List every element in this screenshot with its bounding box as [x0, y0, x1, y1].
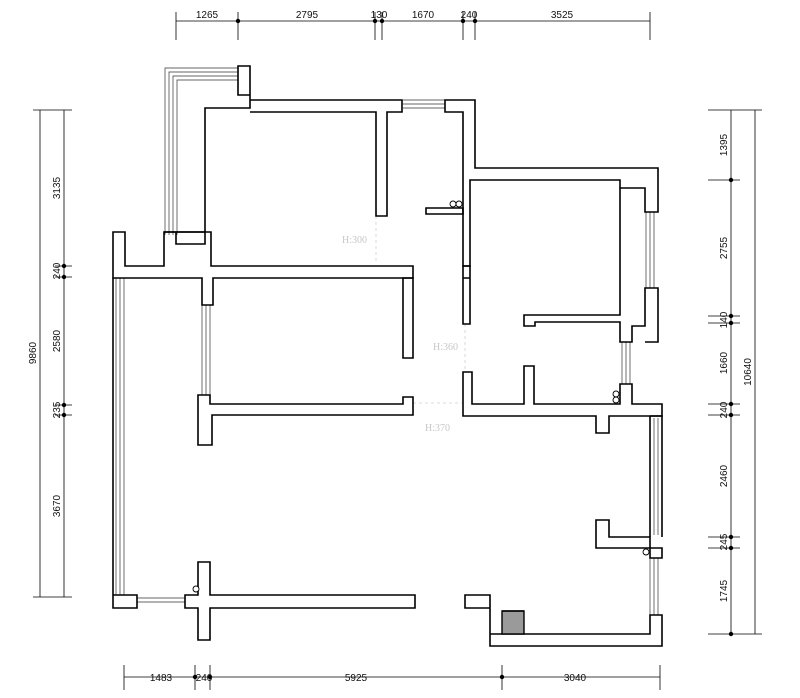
- right-dim-4: 1660: [719, 351, 730, 374]
- wall-right-edge: [649, 415, 663, 537]
- wall-right-middle: [462, 365, 663, 434]
- wall-left-outer: [112, 278, 138, 609]
- right-dim-7: 245: [719, 533, 730, 550]
- top-dimension-line: 1265 2795 130 1670 240 3525: [175, 10, 651, 40]
- right-dim-total: 10640: [743, 358, 754, 386]
- height-label-2: H:360: [433, 342, 458, 353]
- bottom-dim-2: 240: [196, 673, 213, 684]
- wall-left-corridor: [112, 231, 414, 306]
- wall-stub-1: [425, 207, 464, 215]
- left-dim-5: 3670: [52, 494, 63, 517]
- left-dim-4: 235: [52, 401, 63, 418]
- height-label-1: H:300: [342, 235, 367, 246]
- right-dim-1: 1395: [719, 133, 730, 156]
- right-dim-2: 2755: [719, 236, 730, 259]
- right-dim-8: 1745: [719, 579, 730, 602]
- right-dim-5: 240: [719, 401, 730, 418]
- bottom-dim-3: 5925: [345, 673, 368, 684]
- right-dim-6: 2460: [719, 464, 730, 487]
- top-dim-6: 3525: [551, 10, 574, 21]
- pipe-icon: [612, 396, 620, 404]
- pipe-icon: [449, 200, 457, 208]
- right-dim-3: 140: [719, 311, 730, 328]
- right-dimension-lines: 1395 2755 140 1660 240 2460 245 1745 106…: [708, 109, 762, 637]
- walls: [112, 65, 663, 647]
- pipe-icon: [192, 585, 200, 593]
- pipe-icon: [642, 548, 650, 556]
- pipe-icon: [612, 390, 620, 398]
- bottom-dimension-line: 1483 240 5925 3040: [123, 665, 661, 690]
- wall-bottom-right: [464, 594, 663, 647]
- wall-small-block: [164, 231, 206, 245]
- height-annotations: H:300 H:360 H:370: [342, 216, 466, 434]
- wall-right-lower-stub: [595, 519, 663, 559]
- top-dim-3: 130: [371, 10, 388, 21]
- wall-mid-vertical: [462, 265, 471, 325]
- bottom-dim-1: 1483: [150, 673, 173, 684]
- left-dim-2: 240: [52, 262, 63, 279]
- wall-middle-horizontal: [197, 394, 414, 446]
- wall-bottom-left: [184, 561, 416, 641]
- pipe-icons: [192, 200, 650, 593]
- top-dim-5: 240: [461, 10, 478, 21]
- pipe-icon: [455, 200, 463, 208]
- height-label-3: H:370: [425, 423, 450, 434]
- top-dim-1: 1265: [196, 10, 219, 21]
- left-dim-1: 3135: [52, 176, 63, 199]
- wall-top-left: [204, 65, 403, 232]
- wall-top-mid: [444, 99, 659, 267]
- column-fixture: [501, 610, 525, 635]
- left-dim-3: 2580: [52, 329, 63, 352]
- top-dim-4: 1670: [412, 10, 435, 21]
- left-dim-total: 9860: [28, 341, 39, 364]
- top-dim-2: 2795: [296, 10, 319, 21]
- wall-divider: [402, 277, 414, 359]
- wall-right-bedroom: [523, 188, 659, 343]
- left-dimension-lines: 3135 240 2580 235 3670 9860: [28, 109, 72, 598]
- bottom-dim-4: 3040: [564, 673, 587, 684]
